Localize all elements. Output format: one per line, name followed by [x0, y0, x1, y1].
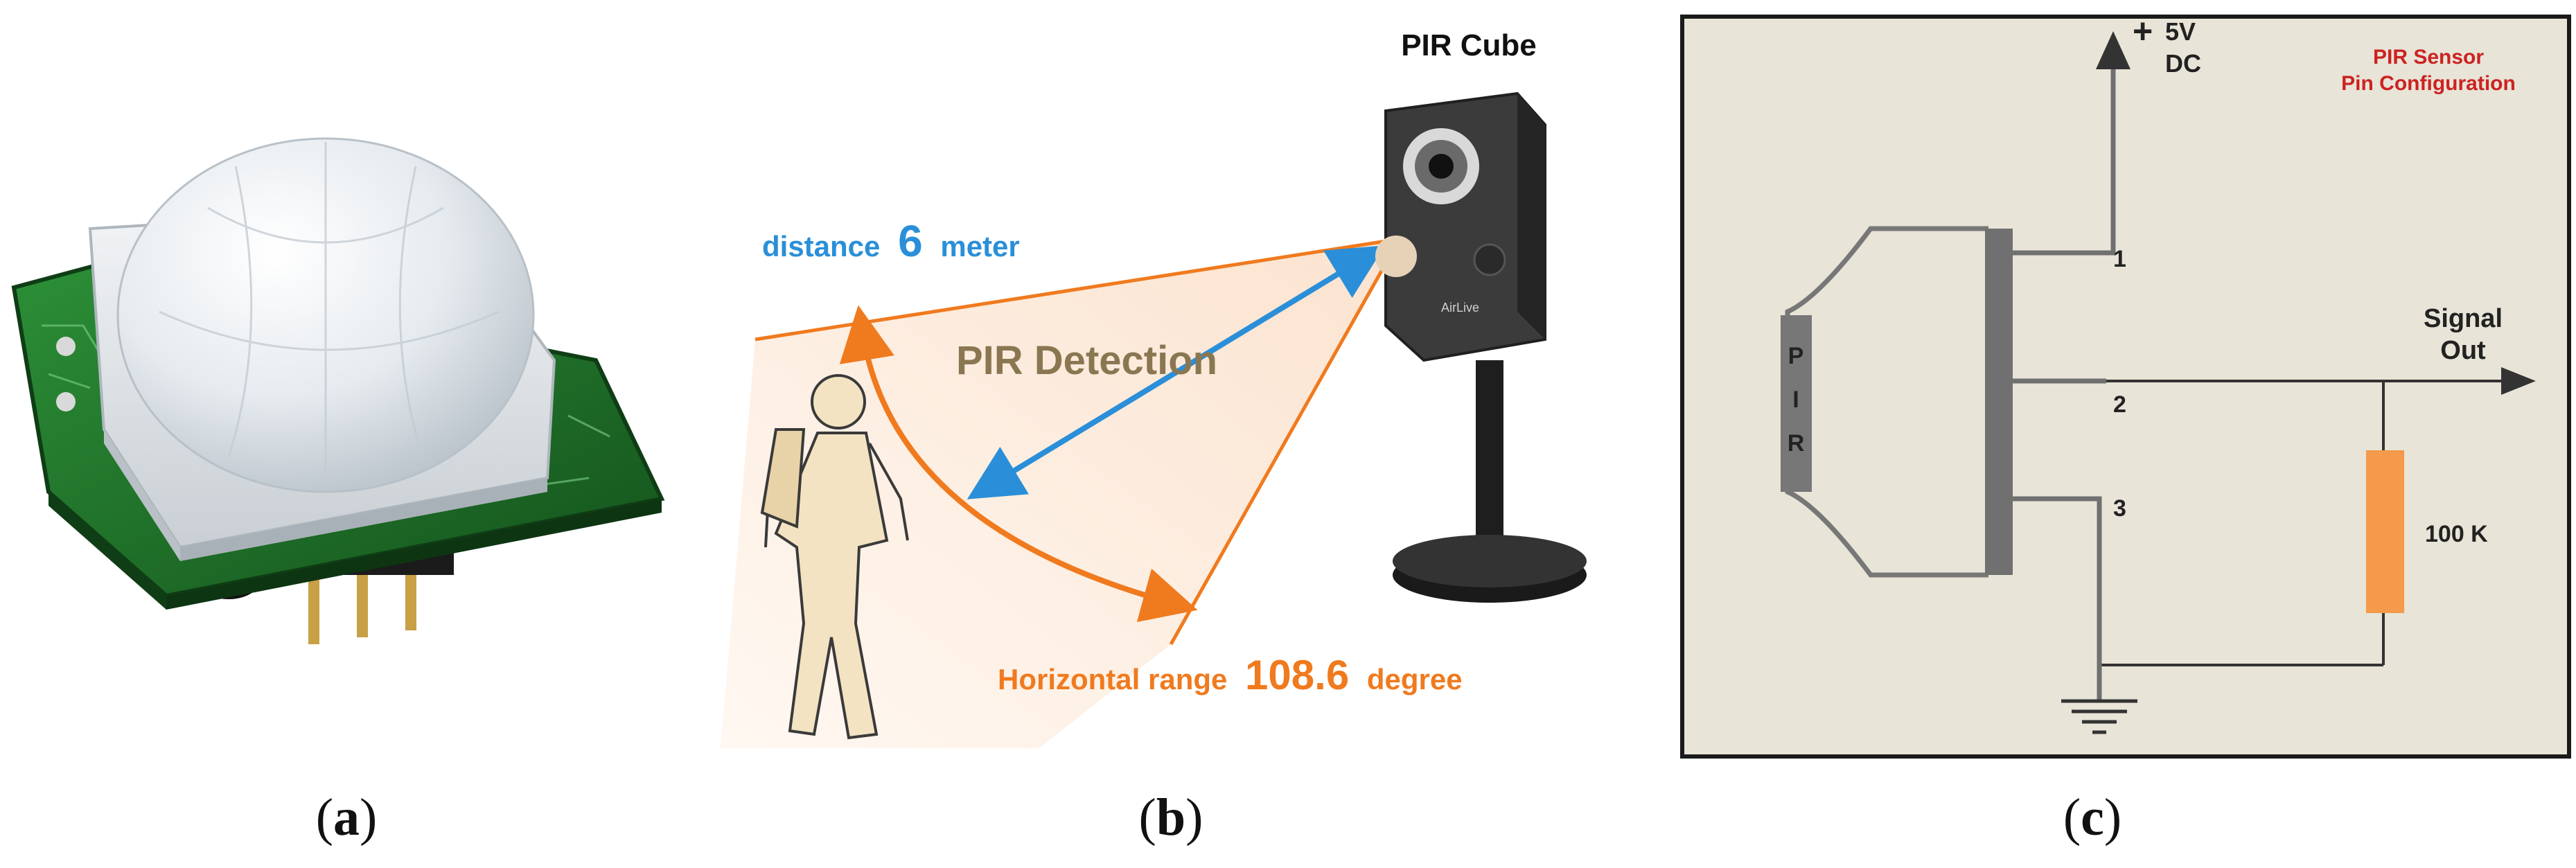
caption-b: (b)	[1139, 788, 1203, 847]
pin2-label: 2	[2113, 391, 2126, 418]
distance-arrow	[967, 245, 1386, 499]
panel-a-sensor-photo: (a)	[0, 0, 693, 868]
pir-detection-label: PIR Detection	[956, 338, 1217, 383]
resistor-label: 100 K	[2425, 521, 2488, 547]
panel-c-pin-configuration: P I R + 5V DC PIR Sensor Pin Configurati…	[1649, 0, 2576, 868]
schematic-title-line1: PIR Sensor	[2373, 46, 2484, 69]
signal-out-arrow	[2501, 367, 2536, 395]
resistor-100k	[2366, 450, 2404, 613]
supply-arrow	[2096, 31, 2131, 69]
pir-cube-camera: AirLive	[1375, 91, 1587, 603]
schematic-title-line2: Pin Configuration	[2341, 72, 2516, 95]
pir-cube-title: PIR Cube	[1401, 28, 1537, 62]
pir-letter-i: I	[1792, 387, 1799, 413]
ground-symbol	[2061, 699, 2137, 734]
pin3-wire	[2013, 496, 2102, 700]
distance-label: distance 6 meter	[762, 216, 1020, 266]
caption-c: (c)	[2063, 788, 2121, 847]
panel-b-detection-illustration: AirLive PIR Cube distance 6 meter PIR De…	[693, 0, 1649, 868]
caption-a: (a)	[316, 788, 378, 847]
connector-bar	[1985, 229, 2013, 575]
walking-person	[760, 374, 909, 740]
signal-out-line2: Out	[2440, 336, 2486, 365]
detection-scene: AirLive PIR Cube distance 6 meter PIR De…	[721, 28, 1587, 847]
signal-out-line1: Signal	[2424, 304, 2503, 333]
pir-module-illustration: (a)	[11, 137, 665, 847]
pir-letter-p: P	[1788, 343, 1804, 369]
range-arc-arrow	[839, 305, 1198, 622]
pir-letter-r: R	[1788, 430, 1805, 457]
pir-element	[1781, 315, 1812, 492]
pin3-label: 3	[2113, 495, 2126, 522]
horizontal-range-label: Horizontal range 108.6 degree	[998, 652, 1463, 698]
camera-brand-text: AirLive	[1441, 301, 1479, 315]
supply-plus: +	[2133, 12, 2153, 51]
pin1-label: 1	[2113, 246, 2126, 272]
supply-type: DC	[2165, 49, 2201, 78]
pin-configuration-schematic: P I R + 5V DC PIR Sensor Pin Configurati…	[1680, 12, 2571, 847]
pin1-wire	[2013, 62, 2116, 256]
supply-voltage: 5V	[2165, 17, 2196, 46]
schematic-frame	[1680, 15, 2571, 759]
